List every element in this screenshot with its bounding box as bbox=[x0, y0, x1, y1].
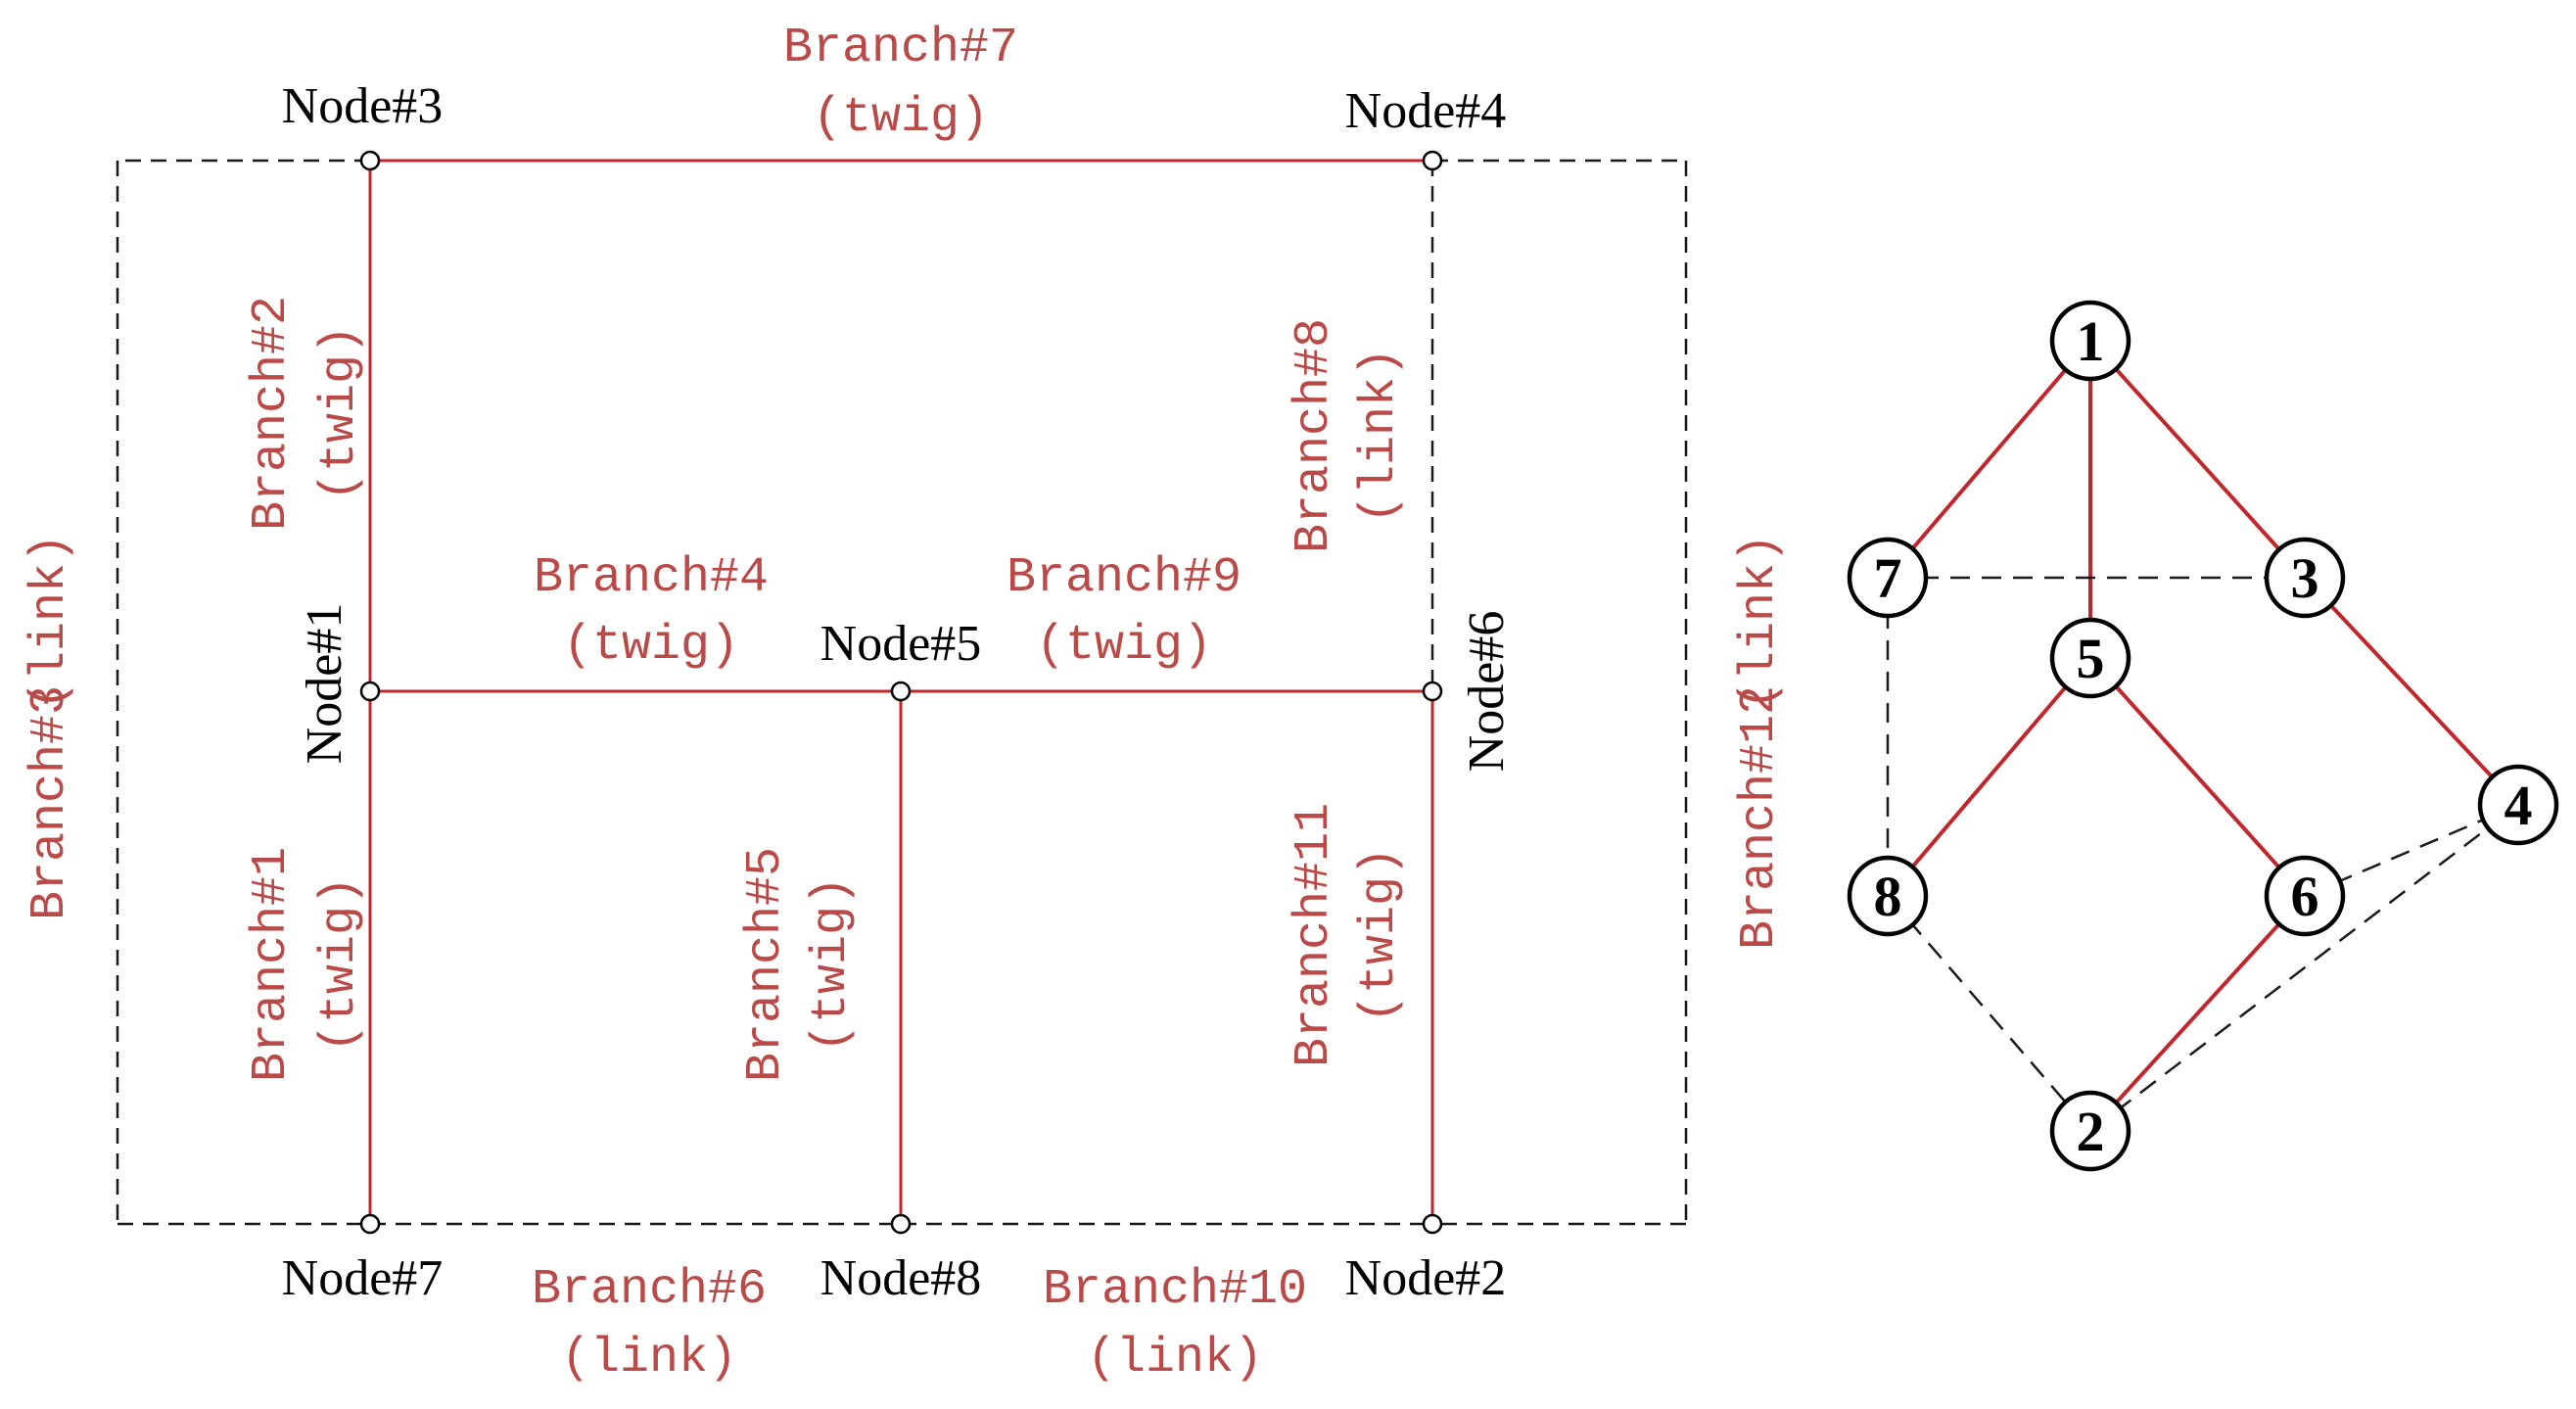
abstract-graph: 1 7 3 5 4 8 6 2 bbox=[1847, 300, 2559, 1172]
graph-edge-5-8 bbox=[1886, 656, 2092, 898]
graph-edge-1-3 bbox=[2088, 339, 2307, 580]
graph-node-8-label: 8 bbox=[1874, 865, 1902, 928]
graph-edge-2-4 bbox=[2089, 804, 2519, 1132]
branch-8-label: Branch#8 bbox=[1287, 318, 1342, 553]
circuit-topology: Node#3 Node#4 Node#5 Node#7 Node#8 Node#… bbox=[23, 21, 1788, 1386]
node-3-dot bbox=[359, 150, 381, 171]
branch-5-type: (twig) bbox=[804, 876, 860, 1053]
node-7-label: Node#7 bbox=[282, 1250, 444, 1306]
branch-8-type: (link) bbox=[1352, 348, 1408, 524]
graph-node-5: 5 bbox=[2049, 617, 2131, 699]
node-8-label: Node#8 bbox=[820, 1250, 982, 1306]
graph-node-6: 6 bbox=[2264, 855, 2346, 937]
graph-edge-3-4 bbox=[2303, 576, 2520, 807]
branch-2-type: (twig) bbox=[312, 325, 368, 501]
branch-2-label: Branch#2 bbox=[244, 296, 300, 531]
graph-node-4-label: 4 bbox=[2505, 774, 2533, 837]
node-8-dot bbox=[890, 1213, 912, 1235]
graph-node-3-label: 3 bbox=[2291, 546, 2319, 610]
graph-edge-1-7 bbox=[1886, 339, 2092, 580]
node-2-dot bbox=[1422, 1213, 1443, 1235]
branch-7-type: (twig) bbox=[813, 90, 989, 146]
branch-10-label: Branch#10 bbox=[1043, 1262, 1307, 1318]
branch-6-type: (link) bbox=[561, 1331, 737, 1386]
graph-node-2: 2 bbox=[2049, 1090, 2131, 1172]
graph-edge-5-6 bbox=[2088, 656, 2307, 898]
node-1-label: Node#1 bbox=[297, 603, 352, 765]
branch-5-label: Branch#5 bbox=[738, 847, 794, 1082]
branch-11-type: (twig) bbox=[1352, 847, 1408, 1023]
node-5-dot bbox=[890, 681, 912, 702]
branch-11-label: Branch#11 bbox=[1287, 803, 1342, 1067]
node-2-label: Node#2 bbox=[1345, 1250, 1507, 1306]
branch-12-type: (link) bbox=[1732, 534, 1788, 710]
graph-node-6-label: 6 bbox=[2291, 865, 2319, 928]
branch-3-label: Branch#3 bbox=[23, 685, 78, 920]
node-6-label: Node#6 bbox=[1459, 611, 1515, 773]
node-4-dot bbox=[1422, 150, 1443, 171]
graph-node-7-label: 7 bbox=[1874, 546, 1902, 610]
node-4-label: Node#4 bbox=[1345, 83, 1507, 139]
branch-7-label: Branch#7 bbox=[783, 21, 1018, 76]
node-5-label: Node#5 bbox=[820, 616, 982, 672]
graph-node-2-label: 2 bbox=[2077, 1100, 2105, 1163]
branch-3-type: (link) bbox=[23, 534, 78, 710]
node-6-dot bbox=[1422, 681, 1443, 702]
branch-4-label: Branch#4 bbox=[534, 550, 769, 606]
node-1-dot bbox=[359, 681, 381, 702]
node-7-dot bbox=[359, 1213, 381, 1235]
graph-node-7: 7 bbox=[1847, 537, 1929, 619]
branch-12-label: Branch#12 bbox=[1732, 685, 1788, 950]
branch-9-label: Branch#9 bbox=[1007, 550, 1241, 606]
graph-node-4: 4 bbox=[2477, 764, 2559, 846]
branch-10-type: (link) bbox=[1087, 1331, 1263, 1386]
branch-1-type: (twig) bbox=[312, 876, 368, 1053]
branch-1-label: Branch#1 bbox=[244, 847, 300, 1082]
branch-9-type: (twig) bbox=[1036, 618, 1212, 674]
graph-node-5-label: 5 bbox=[2077, 627, 2105, 690]
branch-6-label: Branch#6 bbox=[532, 1262, 767, 1318]
node-3-label: Node#3 bbox=[282, 78, 444, 134]
graph-node-8: 8 bbox=[1847, 855, 1929, 937]
graph-node-1-label: 1 bbox=[2077, 309, 2105, 373]
branch-4-type: (twig) bbox=[563, 618, 739, 674]
graph-edge-6-2 bbox=[2088, 894, 2307, 1133]
graph-node-3: 3 bbox=[2264, 537, 2346, 619]
graph-node-1: 1 bbox=[2049, 300, 2131, 382]
graph-edge-8-2 bbox=[1887, 895, 2091, 1132]
